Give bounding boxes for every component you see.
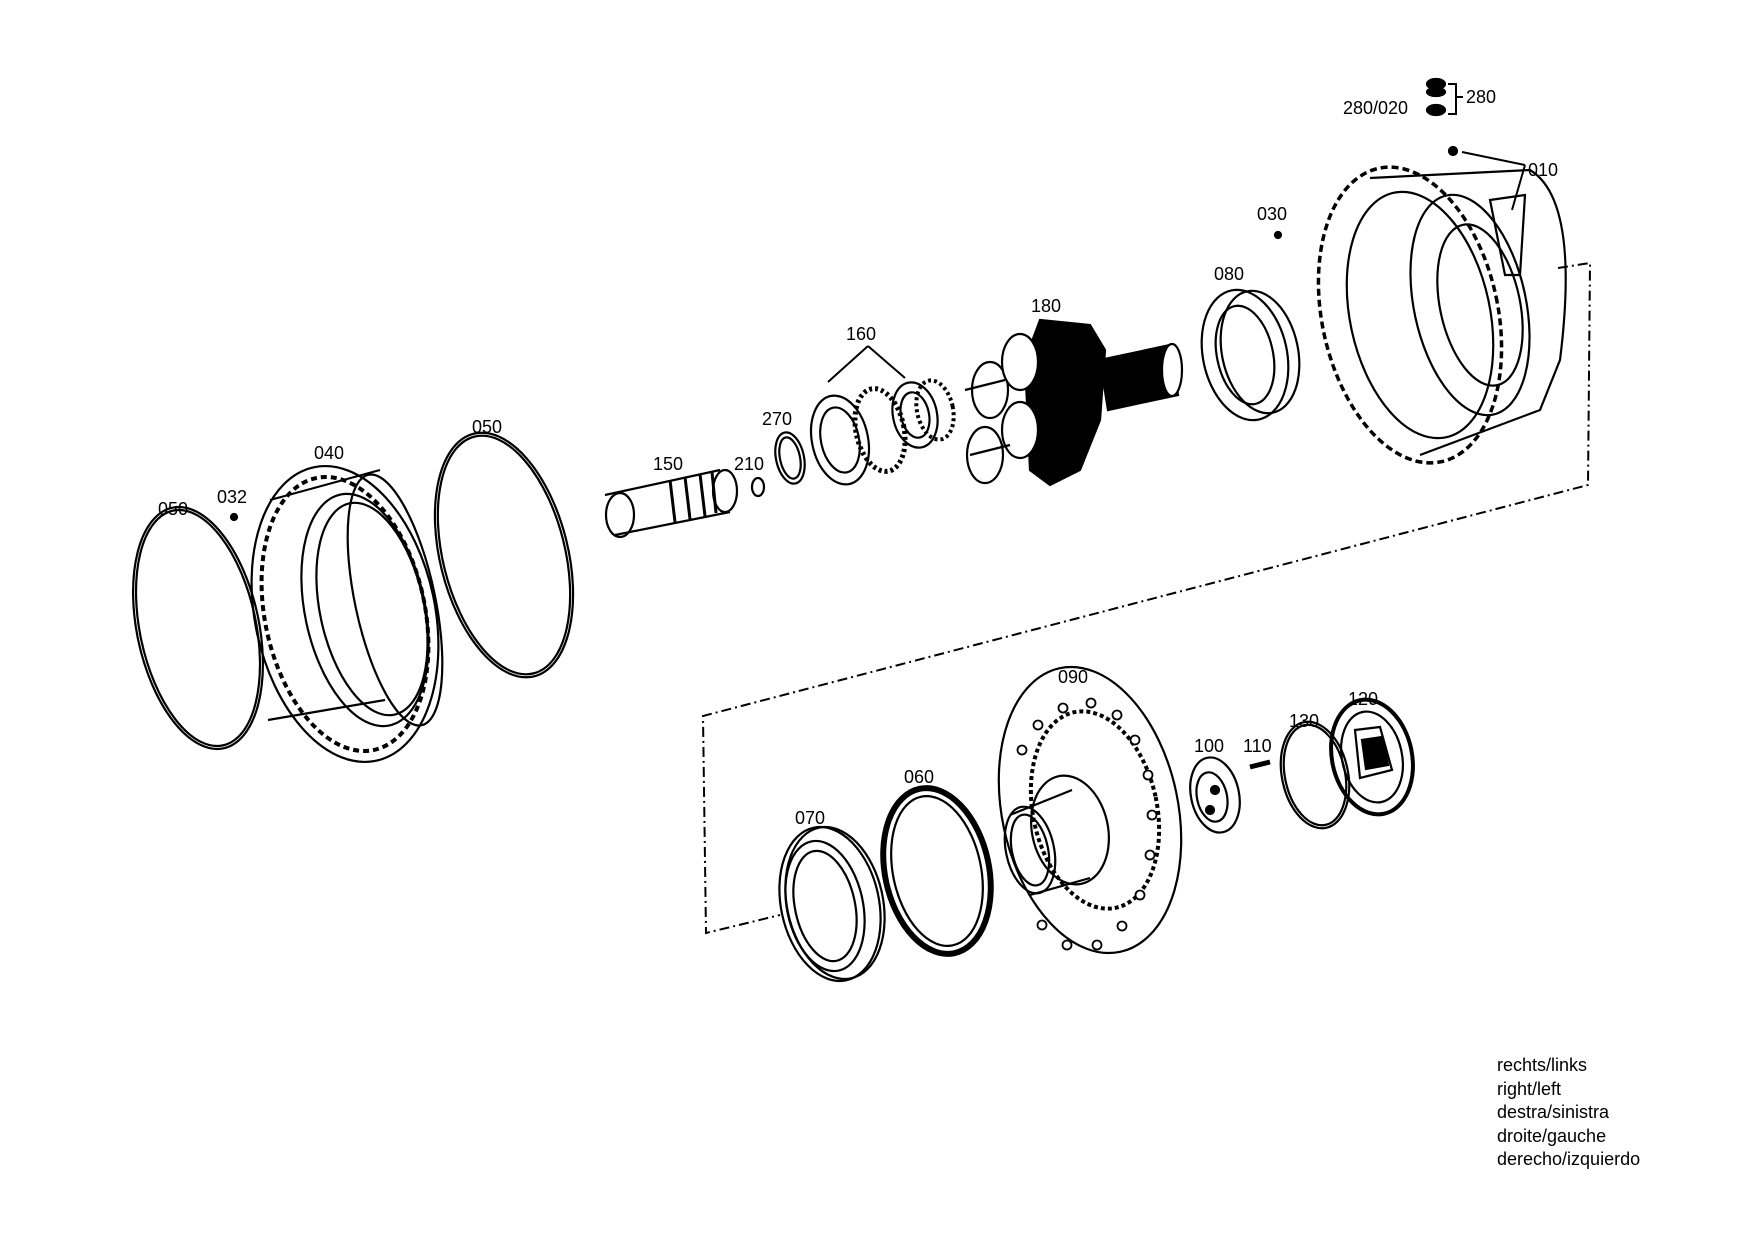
part-040-ring-gear[interactable] bbox=[226, 449, 464, 780]
part-050-o-ring-middle[interactable] bbox=[412, 418, 597, 692]
part-110-pin[interactable] bbox=[1249, 759, 1271, 770]
label-270: 270 bbox=[762, 409, 792, 429]
label-110: 110 bbox=[1243, 736, 1272, 756]
label-040: 040 bbox=[314, 443, 344, 463]
part-280-breather-assembly[interactable] bbox=[1425, 77, 1447, 117]
label-210: 210 bbox=[734, 454, 764, 474]
label-070: 070 bbox=[795, 808, 825, 828]
part-032-pin[interactable] bbox=[229, 512, 239, 522]
label-130: 130 bbox=[1289, 711, 1319, 731]
part-210-circlip[interactable] bbox=[750, 476, 766, 498]
part-060-bearing-cup[interactable] bbox=[869, 778, 1006, 964]
part-030-plug[interactable] bbox=[1273, 230, 1283, 240]
label-160: 160 bbox=[846, 324, 876, 344]
part-080-taper-bearing[interactable] bbox=[1190, 282, 1310, 429]
part-010-small-dot[interactable] bbox=[1447, 145, 1459, 157]
label-032: 032 bbox=[217, 487, 247, 507]
orientation-legend: rechts/links right/left destra/sinistra … bbox=[1497, 1054, 1640, 1172]
label-150: 150 bbox=[653, 454, 683, 474]
legend-line-de: rechts/links bbox=[1497, 1055, 1588, 1075]
label-010: 010 bbox=[1528, 160, 1558, 180]
part-100-lock-nut[interactable] bbox=[1184, 753, 1247, 837]
leader-160 bbox=[827, 345, 906, 383]
label-100: 100 bbox=[1194, 736, 1224, 756]
label-050-left: 050 bbox=[158, 499, 188, 519]
legend-line-es: derecho/izquierdo bbox=[1497, 1149, 1641, 1169]
part-070-shaft-seal[interactable] bbox=[766, 818, 898, 991]
leader-010 bbox=[1461, 151, 1526, 211]
label-030: 030 bbox=[1257, 204, 1287, 224]
part-090-wheel-hub[interactable] bbox=[974, 650, 1206, 970]
label-060: 060 bbox=[904, 767, 934, 787]
label-090: 090 bbox=[1058, 667, 1088, 687]
part-120-end-cover[interactable] bbox=[1321, 692, 1423, 822]
part-010-planetary-housing[interactable] bbox=[1293, 150, 1567, 480]
legend-line-en: right/left bbox=[1497, 1078, 1562, 1099]
part-150-sun-shaft[interactable] bbox=[604, 468, 739, 539]
label-080: 080 bbox=[1214, 264, 1244, 284]
label-280-020: 280/020 bbox=[1343, 98, 1408, 118]
label-180: 180 bbox=[1031, 296, 1061, 316]
part-270-retaining-ring[interactable] bbox=[771, 430, 809, 487]
label-280: 280 bbox=[1466, 87, 1496, 107]
part-160-needle-bearing-large[interactable] bbox=[803, 384, 912, 490]
label-050-middle: 050 bbox=[472, 417, 502, 437]
legend-line-it: destra/sinistra bbox=[1497, 1102, 1610, 1122]
part-160-needle-bearing-small[interactable] bbox=[887, 377, 959, 452]
legend-line-fr: droite/gauche bbox=[1497, 1125, 1607, 1146]
part-180-planet-carrier[interactable] bbox=[964, 318, 1184, 487]
label-120: 120 bbox=[1348, 689, 1378, 709]
leader-280 bbox=[1448, 83, 1463, 115]
assembly-dashdot-outline bbox=[701, 261, 1592, 935]
